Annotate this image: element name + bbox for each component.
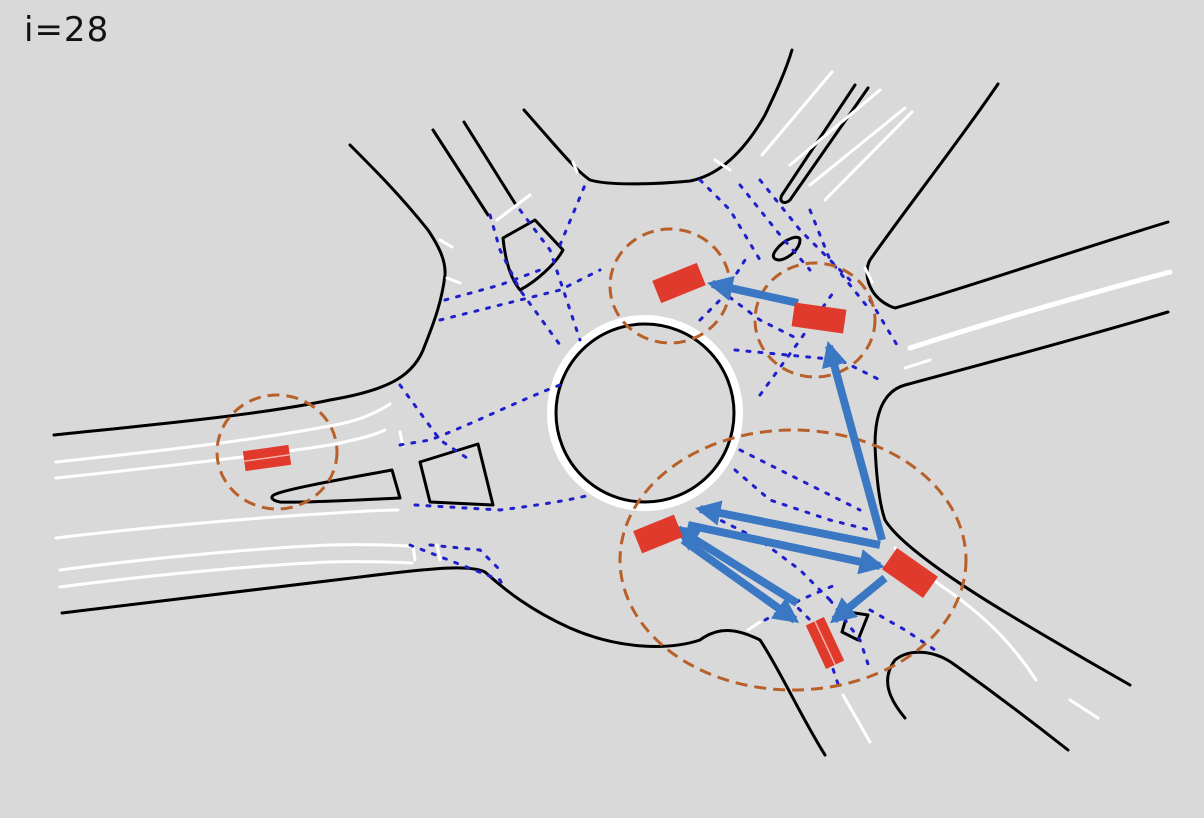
interaction-arrow <box>822 341 886 542</box>
group-ring-northeast <box>753 261 877 379</box>
road-edge-nw-right <box>462 120 518 207</box>
vehicle-west <box>242 444 292 472</box>
nw-splitter-island <box>501 218 565 292</box>
vehicles <box>242 262 938 669</box>
interaction-arrow <box>707 275 799 307</box>
west-splitter-island-a <box>270 468 402 504</box>
road-edge-ne-median <box>779 83 870 204</box>
vehicle-northeast <box>791 302 847 334</box>
road-edge-south-left <box>60 566 827 757</box>
interaction-arrow <box>680 536 800 624</box>
group-ring-west <box>215 393 339 511</box>
road-edge-east-lower <box>873 310 1170 687</box>
road-edge-nw-left <box>431 128 490 217</box>
frame-index-label: i=28 <box>24 10 110 50</box>
west-splitter-island-b <box>418 442 495 507</box>
lane-markings <box>54 70 1173 744</box>
group-ring-south-east <box>618 428 968 692</box>
central-island <box>547 315 743 511</box>
road-edge-se-island <box>840 610 870 642</box>
vehicle-north <box>652 262 706 304</box>
interaction-arrow <box>830 574 888 624</box>
vehicle-east <box>882 548 938 598</box>
group-rings <box>215 227 968 692</box>
vehicle-south <box>805 617 845 669</box>
road-edge-ne-outer <box>865 82 1170 310</box>
road-edges <box>52 48 1170 757</box>
interaction-arrow <box>673 525 800 607</box>
vehicle-south-west <box>633 514 683 554</box>
road-edge-south-right <box>886 650 1070 752</box>
interaction-arrows <box>673 275 888 624</box>
interaction-arrow <box>694 500 881 549</box>
road-edge-west-upper <box>52 143 447 437</box>
road-edge-north-left <box>522 48 794 186</box>
interaction-arrow <box>687 521 886 575</box>
